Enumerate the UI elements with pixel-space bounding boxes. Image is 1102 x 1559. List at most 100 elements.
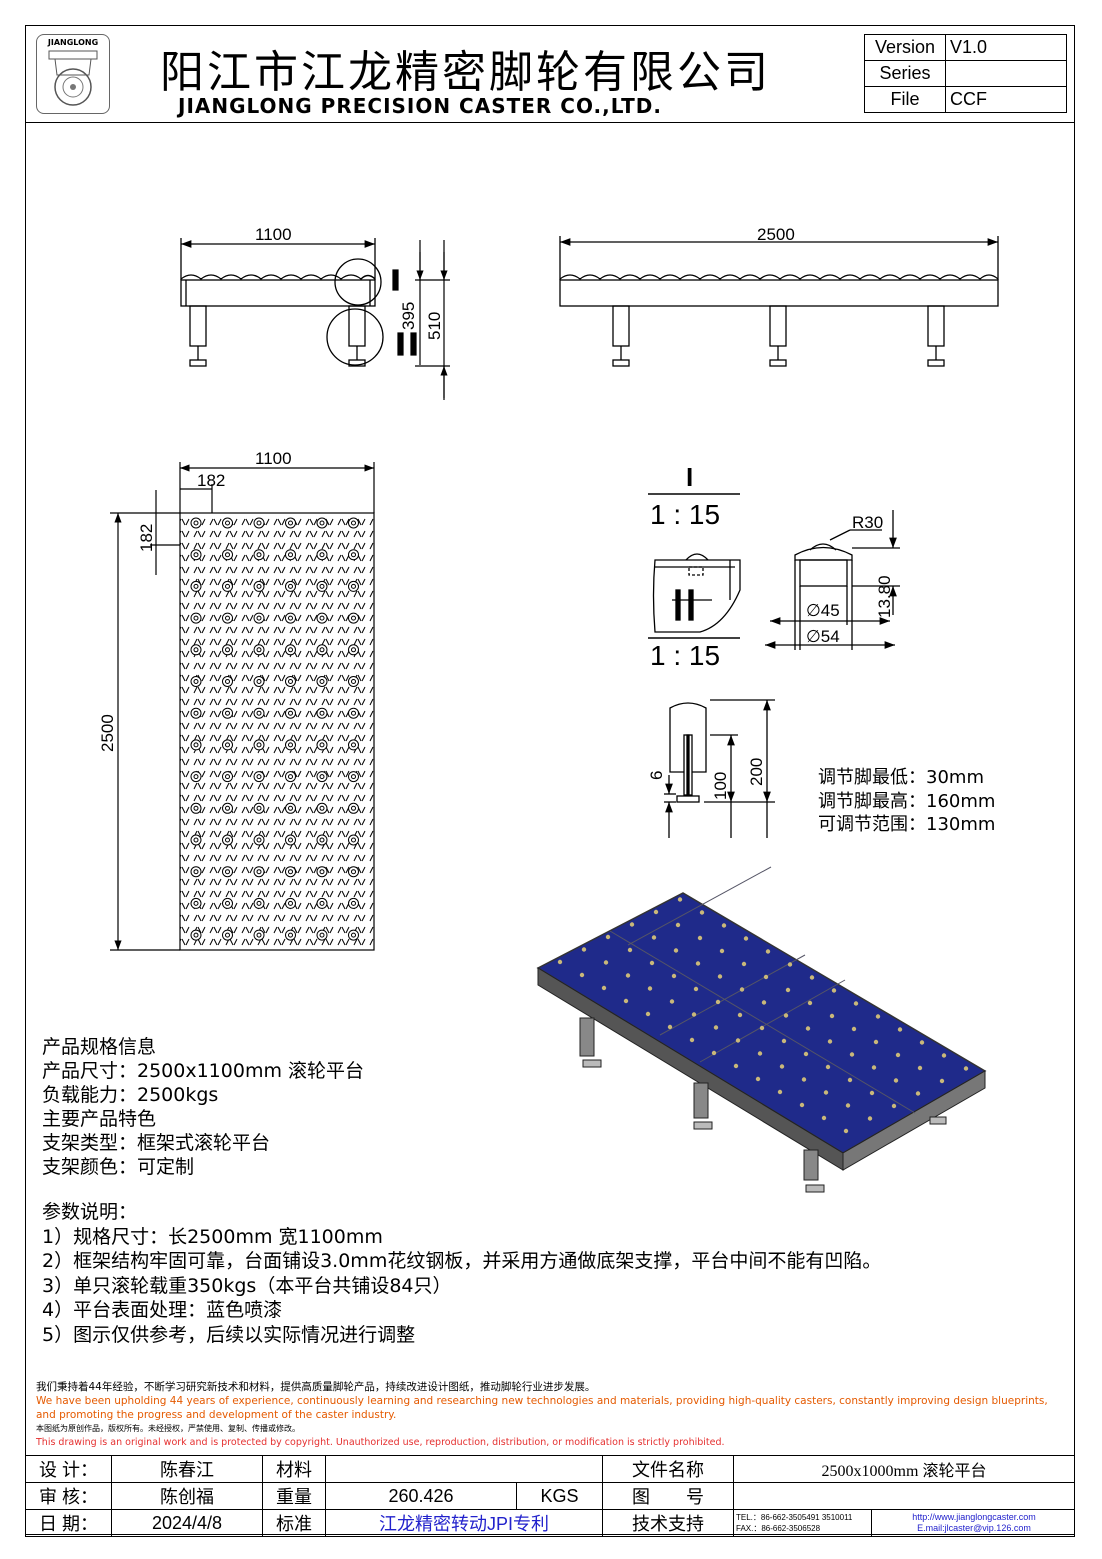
iso-roller [581,947,587,952]
roller-mark-center [319,869,325,875]
dim-foot-100: 100 [711,772,730,800]
roller-mark-center [351,742,356,748]
dim-d54: ∅54 [806,627,840,646]
weight-unit: KGS [516,1482,603,1510]
contact-phone: TEL.：86-662-3505491 3510011 FAX.：86-662-… [733,1509,872,1537]
email-link[interactable]: E.mail:jlcaster@vip.126.com [917,1523,1031,1533]
filename-label: 文件名称 [602,1455,734,1483]
roller-mark-center [319,679,325,684]
company-name-cn: 阳江市江龙精密脚轮有限公司 [160,47,771,98]
roller-mark-center [225,837,230,843]
copyright-en: This drawing is an original work and is … [36,1437,725,1448]
roller-mark-center [225,615,230,621]
iso-roller [757,1051,763,1056]
iso-roller [603,960,609,965]
spec-line: 产品规格信息 [42,1036,157,1058]
iso-roller [735,1038,741,1043]
iso-roller [759,1025,765,1031]
iso-roller [737,1012,743,1018]
date-value: 2024/4/8 [111,1509,263,1537]
iso-roller [691,1012,697,1017]
dim-r30: R30 [852,513,883,532]
roller-mark-center [193,647,199,653]
roller-mark-center [193,552,199,558]
iso-roller [675,922,681,928]
company-notes: 我们秉持着44年经验，不断学习研究新技术和材料，提供高质量脚轮产品，持续改进设计… [36,1380,1048,1450]
roller-mark-center [225,520,230,526]
iso-roller [853,1001,859,1006]
iso-roller [891,1103,897,1109]
iso-roller [867,1116,873,1121]
top-view [110,462,375,951]
adjust-range-info: 调节脚最低：30mm 调节脚最高：160mm 可调节范围：130mm [818,766,995,837]
roller-mark-center [288,805,293,811]
iso-roller [667,1024,673,1030]
roller-mark-center [288,583,293,589]
roller-mark-center [351,647,356,653]
iso-roller [653,909,659,915]
roller-mark-center [225,552,230,558]
iso-roller [823,1090,829,1095]
iso-roller [803,1051,809,1057]
fax: FAX.：86-662-3506528 [736,1524,821,1533]
weight-value: 260.426 [325,1482,517,1510]
roller-mark-center [225,710,230,716]
roller-mark-center [193,583,199,589]
iso-roller [761,1000,767,1005]
iso-roller [605,934,611,940]
caster-logo-icon [48,50,98,106]
iso-roller [963,1066,969,1071]
copyright-cn: 本图纸为原创作品，版权所有。未经授权，严禁使用、复制、传播或修改。 [36,1424,300,1433]
adjust-max: 调节脚最高：160mm [818,790,996,812]
roller-mark-center [193,837,199,843]
roller-mark-center [193,932,199,938]
iso-roller [941,1053,947,1058]
roller-mark-center [288,742,293,748]
iso-roller [711,1050,717,1056]
note-cn: 我们秉持着44年经验，不断学习研究新技术和材料，提供高质量脚轮产品，持续改进设计… [36,1381,596,1393]
iso-roller [733,1063,739,1069]
iso-roller [783,1013,789,1018]
roller-mark-center [288,932,293,938]
roller-mark-center [288,615,293,621]
roller-mark-center [351,869,356,875]
meta-key: File [864,86,946,113]
roller-mark-center [256,520,262,526]
iso-roller [875,1014,881,1019]
adjust-range: 可调节范围：130mm [818,814,996,835]
dim-foot-200: 200 [747,758,766,786]
iso-roller [649,960,655,966]
param-line: 3）单只滚轮载重350kgs（本平台共铺设84只） [42,1274,452,1297]
iso-roller [873,1039,879,1045]
roller-mark-center [319,520,325,526]
iso-roller [629,922,635,927]
parameter-notes: 参数说明： 1）规格尺寸：长2500mm 宽1100mm 2）框架结构牢固可靠，… [42,1200,881,1347]
dim-foot-6: 6 [647,771,666,780]
roller-mark-center [256,869,262,875]
roller-mark-center [319,647,325,653]
iso-roller [919,1040,925,1045]
standard-value: 江龙精密转动JPI专利 [325,1509,603,1537]
roller-mark-center [225,647,230,653]
iso-roller [895,1052,901,1058]
website-link[interactable]: http://www.jianglongcaster.com [912,1512,1036,1522]
roller-mark-center [351,932,356,938]
date-label: 日 期： [25,1509,112,1537]
roller-mark-center [319,710,325,716]
roller-mark-center [288,552,293,558]
drawing-no-value [733,1482,1075,1510]
iso-roller [785,987,791,993]
roller-mark-center [225,679,230,684]
roller-mark-center [256,615,262,621]
standard-label: 标准 [262,1509,326,1537]
iso-roller [801,1077,807,1082]
roller-mark-center [193,679,199,684]
iso-roller [777,1089,783,1095]
roller-mark-center [256,742,262,748]
roller-mark-center [351,774,356,780]
side-view [180,238,384,367]
dim-side-width: 1100 [255,225,292,244]
iso-roller [721,923,727,928]
iso-roller [831,988,837,993]
